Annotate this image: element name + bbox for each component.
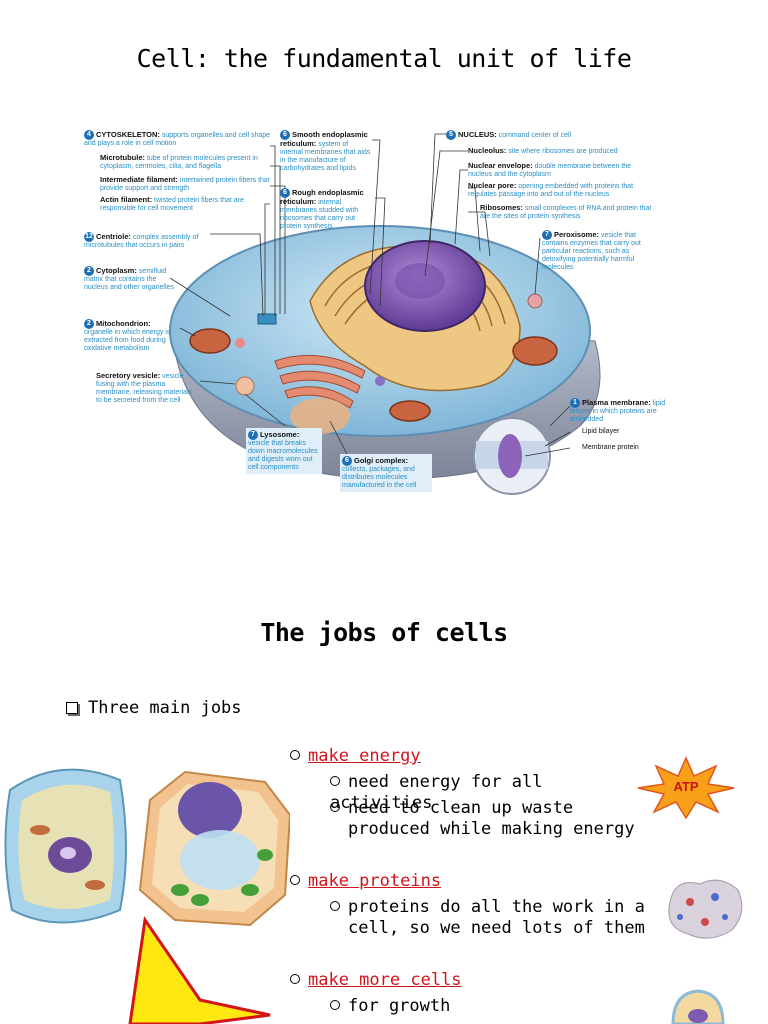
plant-cell-icon (138, 770, 290, 927)
square-bullet-icon (66, 702, 78, 714)
sub-bullet: need to clean up waste produced while ma… (330, 798, 650, 840)
label-nuclear-envelope: Nuclear envelope: double membrane betwee… (468, 161, 632, 179)
label-lipid-bilayer: Lipid bilayer (582, 428, 620, 435)
circle-bullet-icon (290, 974, 300, 984)
circle-bullet-icon (330, 1000, 340, 1010)
circle-bullet-icon (290, 750, 300, 760)
sub-bullet: proteins do all the work in a cell, so w… (330, 897, 650, 939)
slide-title-jobs: The jobs of cells (260, 618, 508, 647)
protein-molecule-icon (668, 879, 743, 939)
label-secretory-vesicle: Secretory vesicle: vesicle fusing with t… (96, 371, 193, 405)
circle-bullet-icon (330, 776, 340, 786)
circle-bullet-icon (330, 901, 340, 911)
cell-illustrations (4, 768, 290, 1024)
atp-label: ATP (673, 779, 699, 794)
circle-bullet-icon (290, 875, 300, 885)
label-membrane-protein: Membrane protein (582, 444, 639, 451)
label-nuclear-pore: Nuclear pore: opening embedded with prot… (468, 181, 634, 199)
intro-bullet: Three main jobs (66, 698, 242, 719)
label-nucleolus: Nucleolus: site where ribosomes are prod… (468, 146, 618, 156)
sub-bullet: for growth (330, 996, 650, 1017)
label-actin-filament: Actin filament: twisted protein fibers t… (100, 195, 244, 213)
slide-title-cell: Cell: the fundamental unit of life (136, 44, 632, 73)
callout-burst (128, 915, 271, 1024)
small-cell-icon (671, 989, 725, 1024)
job-make-proteins: make proteins (290, 871, 441, 892)
atp-star-icon (637, 756, 735, 820)
label-microtubule: Microtubule: tube of protein molecules p… (100, 153, 258, 171)
circle-bullet-icon (330, 802, 340, 812)
animal-cell-icon (4, 768, 127, 924)
label-ribosomes: Ribosomes: small complexes of RNA and pr… (480, 203, 652, 221)
label-intermediate-filament: Intermediate filament: intertwined prote… (100, 175, 270, 193)
job-make-energy: make energy (290, 746, 421, 767)
job-make-more-cells: make more cells (290, 970, 462, 991)
sub-bullet: need energy for all activities (330, 772, 543, 813)
